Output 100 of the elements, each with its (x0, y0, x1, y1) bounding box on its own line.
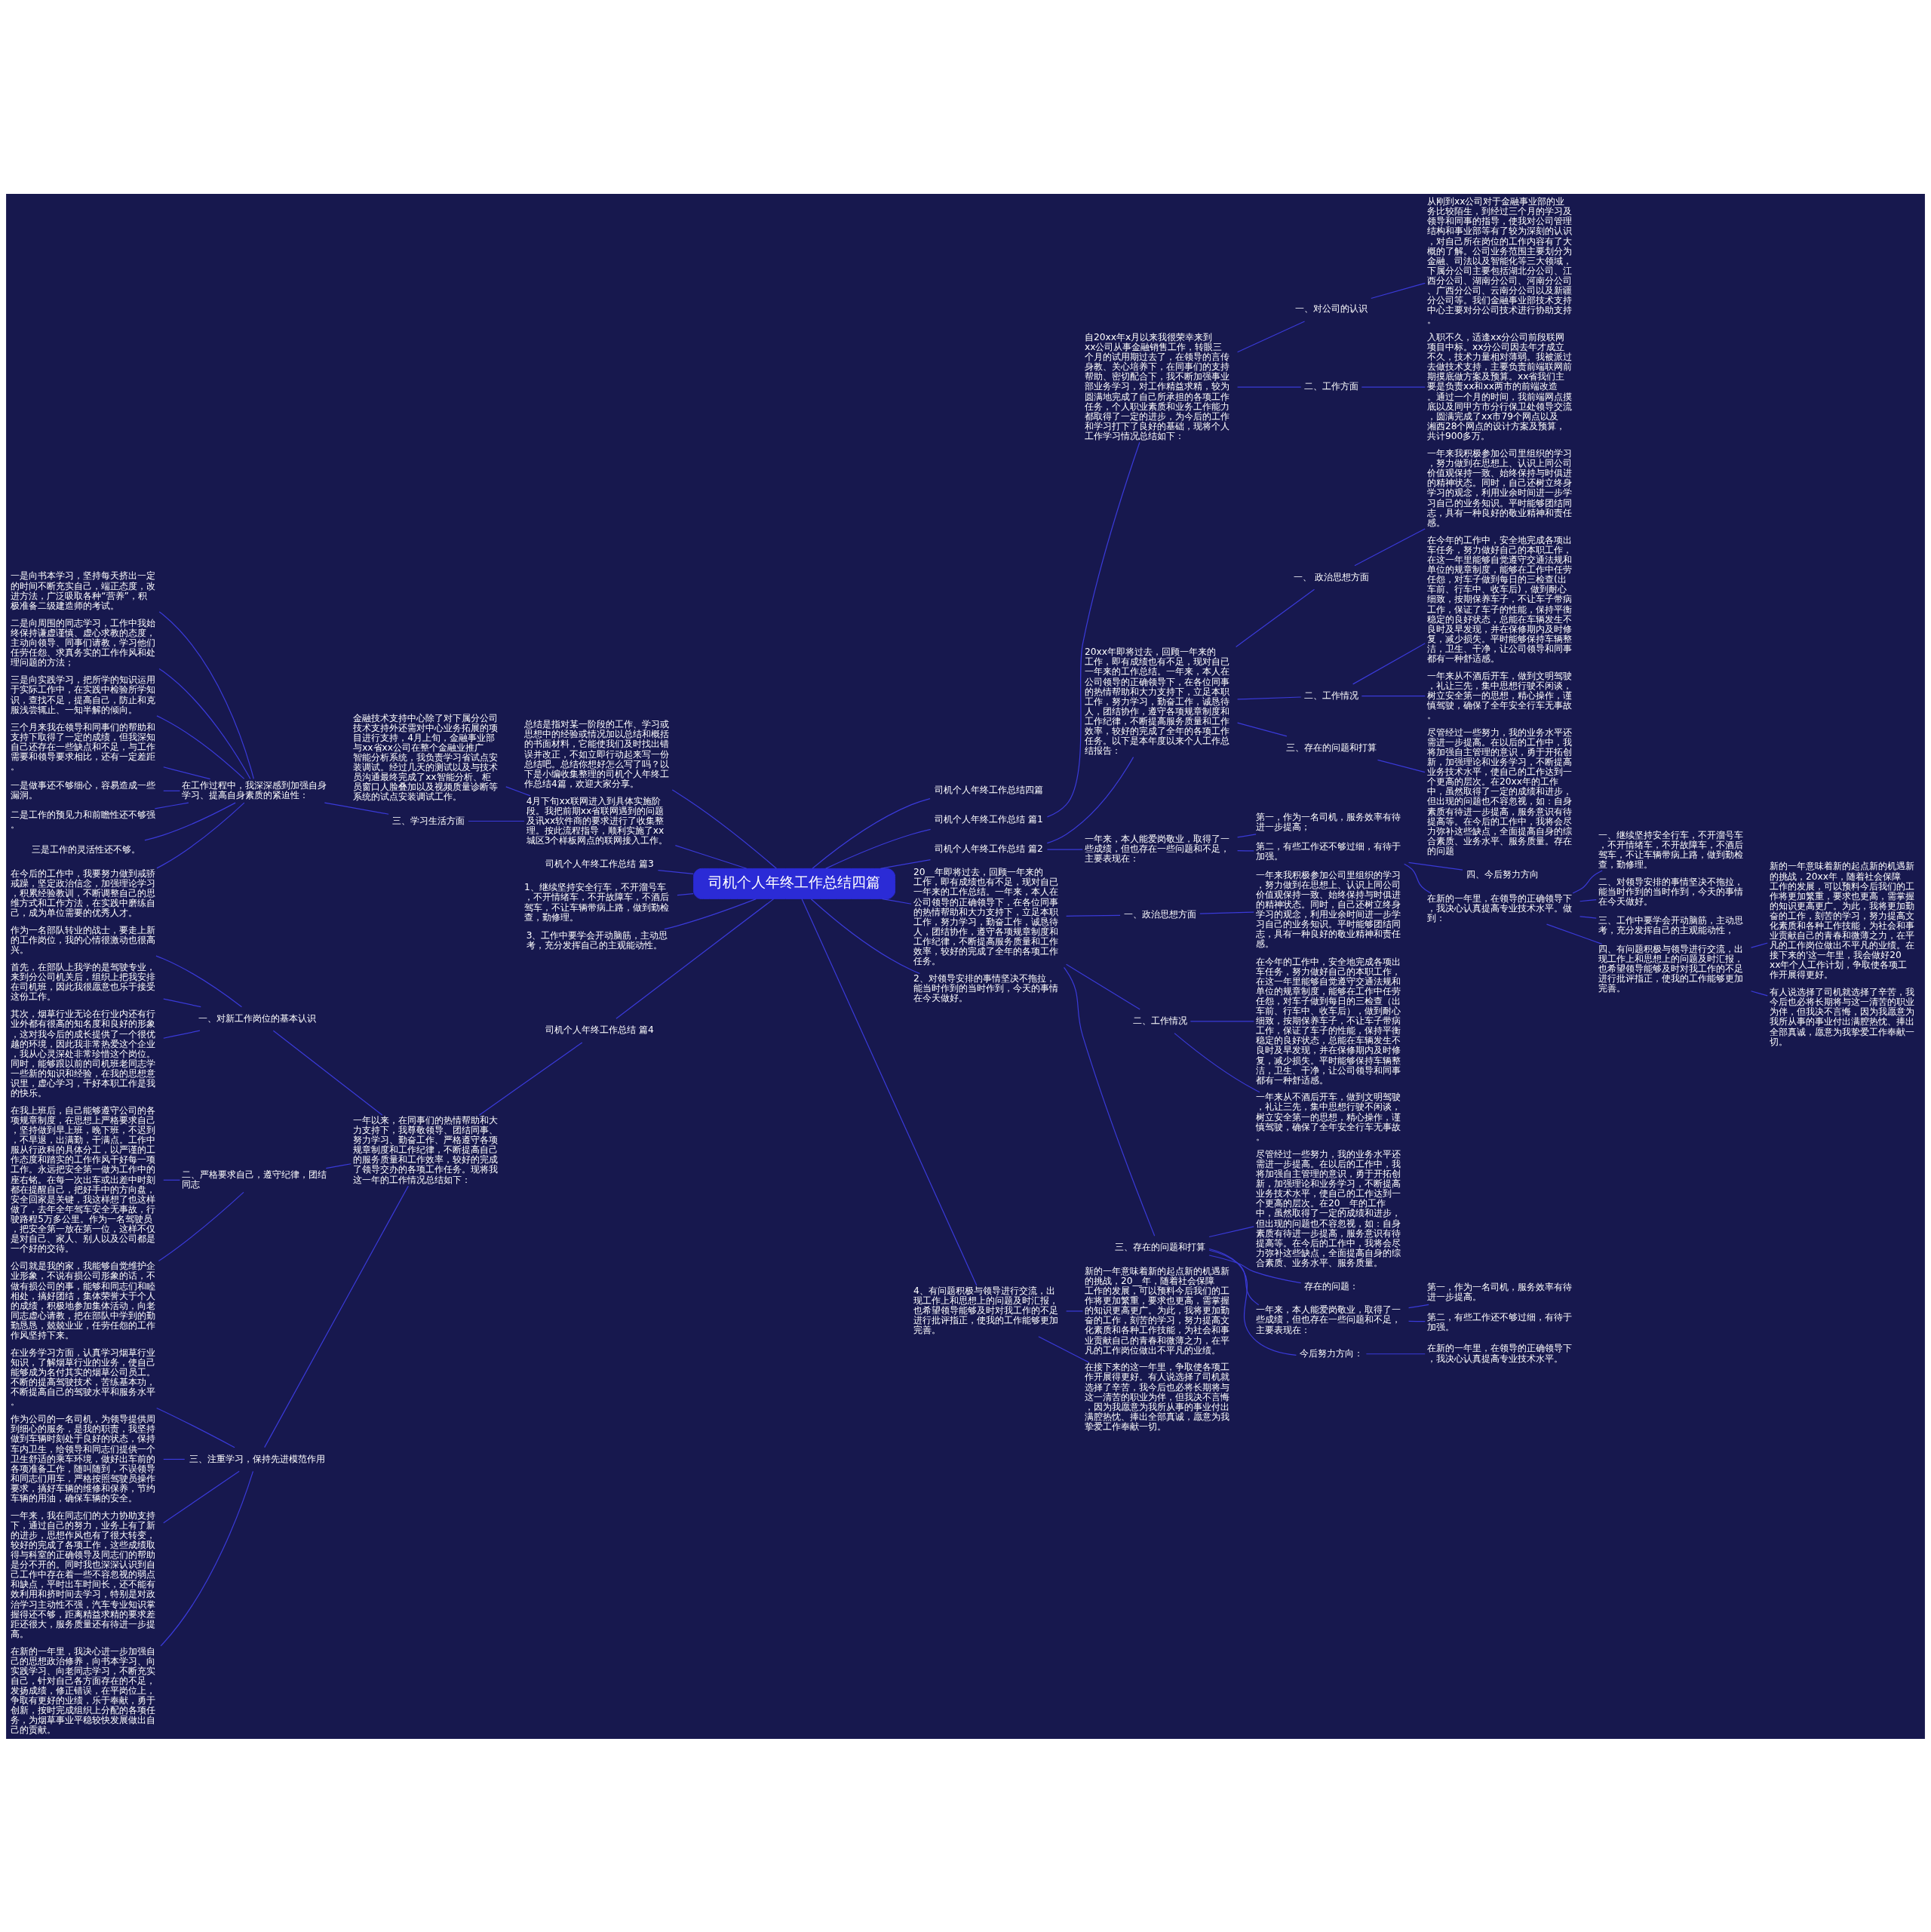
connector (1750, 990, 1768, 996)
connector (1199, 911, 1254, 914)
node-text: 在接下来的这一年里，争取使各项工作开展得更好。有人说选择了司机就选择了辛苦，我今后也必将长期将与这一清苦的职业为伴，但我决不言悔，因为我愿意为我所从事的事业付出满腔热忱、捧出全部真诚，愿意为我挚爱工作奉献一切。 (1085, 1361, 1230, 1432)
connector (505, 785, 531, 796)
connector (801, 898, 978, 1286)
connector (1208, 1249, 1260, 1305)
node-text: 一年以来，在同事们的热情帮助和大力支持下，我尊敬领导、团结同事、努力学习、勤奋工作、严格遵守各项规章制度和工作纪律，不断提高自己的服务质量和工作效率，较好的完成了领导交办的各项工作任务。现将我这一年的工作情况总结如下： (353, 1114, 499, 1185)
node-text: 二、严格要求自己，遵守纪律，团结同志 (182, 1169, 327, 1190)
node-text: 4、有问题积极与领导进行交流，出现工作上和思想上的问题及时汇报，也希望领导能够及时对我工作的不足进行批评指正，使我的工作能够更加完善。 (913, 1285, 1059, 1335)
connector (1404, 863, 1432, 894)
node-text: 3、工作中要学会开动脑筋，主动思考，充分发挥自己的主观能动性。 (526, 929, 668, 951)
node-text: 存在的问题： (1303, 1280, 1358, 1292)
connector (677, 892, 694, 895)
node-text: 司机个人年终工作总结四篇 (934, 784, 1043, 795)
connector (1236, 849, 1254, 852)
connector (880, 858, 932, 869)
connector (272, 1030, 383, 1116)
node-text: 2、对领导安排的事情坚决不拖拉，能当时作到的当时作到，今天的事情在今天做好。 (913, 972, 1059, 1003)
node-text: 其次，烟草行业无论在行业内还有行业外都有很高的知名度和良好的形象，这对我今后的成长提供了一个很优越的环境，因此我非常热爱这个企业，我从心灵深处非常珍惜这个岗位。同时，能够跟以前的司机班老同志学一些新的知识和经验，在我的思想意识里，虚心学习，干好本职工作是我的快乐。 (11, 1008, 156, 1098)
connector (264, 1184, 409, 1448)
connector (1046, 756, 1134, 843)
node-text: 尽管经过一些努力，我的业务水平还需进一步提高。在以后的工作中，我将加强自主管理的意识，勇于开拓创新，加强理论和业务学习，不断提高业务技术水平，使自己的工作达到一个更高的层次。在20xx年的工作中，虽然取得了一定的成绩和进步，但出现的问题也不容忽视，如：自身素质有待进一步提高，服务意识有待提高等。在今后的工作中，我将会尽力弥补这些缺点，全面提高自身的综合素质、业务水平、服务质量。存在的问题 (1426, 726, 1572, 856)
connector (1579, 915, 1597, 919)
connector (163, 766, 211, 779)
connector (1236, 833, 1257, 837)
connector (1046, 848, 1083, 850)
node-text: 司机个人年终工作总结 篇3 (545, 858, 654, 869)
connector (1361, 386, 1426, 388)
connector (1572, 869, 1603, 894)
node-text: 一、政治思想方面 (1123, 908, 1196, 920)
node-text: 在新的一年里，在领导的正确领导下，我决心认真提高专业技术水平。做到： (1426, 892, 1572, 923)
connector (825, 828, 932, 869)
node-text: 一年来，本人能爱岗敬业，取得了一些成绩，但也存在一些问题和不足，主要表现在： (1085, 833, 1230, 864)
node-text: 三、学习生活方面 (392, 815, 465, 826)
node-text: 二是工作的预见力和前瞻性还不够强。 (11, 809, 156, 830)
connector (1208, 1225, 1254, 1237)
node-text: 一年来，本人能爱岗敬业，取得了一些成绩，但也存在一些问题和不足，主要表现在： (1255, 1304, 1401, 1335)
connector (1236, 386, 1302, 388)
node-text: 在工作过程中，我深深感到加强自身学习、提高自身素质的紧迫性： (182, 779, 327, 800)
node-text: 20xx年即将过去，回顾一年来的工作，即有成绩也有不足，现对自已一年来的工作总结。一年来，本人在公司领导的正确领导下，在各位同事的热情帮助和大力支持下，立足本职工作，努力学习，勤奋工作，诚恳待人，团结协作，遵守各项规章制度和工作纪律，不断提高服务质量和工作效率，较好的完成了全年的各项工作任务。以下是本年度以来个人工作总结报告： (1085, 646, 1230, 756)
node-text: 有人说选择了司机就选择了辛苦，我今后也必将长期将与这一清苦的职业为伴，但我决不言悔，因为我愿意为我所从事的事业付出满腔热忱、捧出全部真诚，愿意为我挚爱工作奉献一切。 (1769, 986, 1914, 1047)
node-text: 在新的一年里，在领导的正确领导下，我决心认真提高专业技术水平。 (1426, 1342, 1572, 1364)
connector (1352, 642, 1426, 684)
connector (1361, 695, 1426, 696)
connector (1377, 759, 1426, 772)
node-text: 公司就是我的家，我能够自觉维护企业形象，不说有损公司形象的话，不做有损公司的事，能够和同志们和睦相处，搞好团结，集体荣誉大于个人的成绩，积极地参加集体活动，向老同志虚心请教，把在部队中学到的勤勤恳恳，兢兢业业，任劳任怨的工作作风坚持下来。 (11, 1260, 156, 1341)
connector (154, 802, 189, 809)
connector (1236, 588, 1315, 647)
connector (156, 1407, 235, 1448)
node-text: 三是向实践学习，把所学的知识运用于实际工作中，在实践中检验所学知识，查找不足，提高自己，防止和克服浅尝辄止、一知半解的倾向。 (11, 674, 156, 715)
node-text: 三、注重学习，保持先进模范作用 (189, 1453, 326, 1464)
node-text: 一年来从不酒后开车，做到文明驾驶，礼让三先，集中思想行驶不闲谈，树立安全第一的思想，精心操作，谨慎驾驶，确保了全年安全行车无事故。 (1255, 1091, 1401, 1142)
connector (1354, 527, 1426, 566)
node-text: 三是工作的灵活性还不够。 (32, 843, 141, 855)
node-text: 二、对领导安排的事情坚决不拖拉，能当时作到的当时作到，今天的事情在今天做好。 (1598, 876, 1743, 907)
connector (163, 1030, 201, 1039)
node-text: 一年来我积极参加公司里组织的学习，努力做到在思想上、认识上同公司价值观保持一致、始终保持与时俱进的精神状态。同时，自己还树立终身学习的观念，利用业余时间进一步学习自己的业务知识。平时能够团结同志，具有一种良好的敬业精神和责任感。 (1255, 869, 1401, 949)
node-text: 一、继续坚持安全行车，不开溜号车，不开情绪车，不开故障车，不酒后驾车，不让车辆带病上路，做到勤检查，勤修理。 (1598, 829, 1743, 870)
node-text: 三、工作中要学会开动脑筋，主动思考，充分发挥自己的主观能动性， (1598, 914, 1743, 935)
connector (163, 997, 201, 1007)
node-text: 一、对公司的认识 (1294, 303, 1368, 314)
node-text: 二是向周围的同志学习，工作中我始终保持谦虚谨慎、虚心求教的态度，主动向领导、同事们请教，学习他们任劳任怨、求真务实的工作作风和处理问题的方法； (11, 617, 156, 668)
node-text: 从刚到xx公司对于金融事业部的业务比较陌生，到经过三个月的学习及领导和同事的指导，使我对公司管理结构和事业部等有了较为深刻的认识，对自己所在岗位的工作内容有了大概的了解。公司业务范围主要划分为金融、司法以及智能化等三大领域，下属分公司主要包括湖北分公司、江西分公司、湖南分公司、河南分公司、广西分公司、云南分公司以及新疆分公司等。我们金融事业部技术支持中心主要对分公司技术进行协助支持。 (1426, 195, 1572, 325)
connector (1750, 941, 1768, 948)
connector (1579, 898, 1597, 901)
connector (1208, 1254, 1302, 1283)
node-text: 一是向书本学习，坚持每天挤出一定的时间不断充实自己，端正态度，改进方法，广泛吸取各种“营养”，积极准备二级建造师的考试。 (11, 570, 156, 611)
node-text: 第二，有些工作还不够过细，有待于加强。 (1426, 1311, 1572, 1332)
connector (1236, 696, 1302, 700)
connector (810, 898, 920, 974)
connector (1066, 914, 1121, 917)
node-text: 一年来我积极参加公司里组织的学习，努力做到在思想上、认识上同公司价值观保持一致、始终保持与时俱进的精神状态。同时，自己还树立终身学习的观念，利用业余时间进一步学习自己的业务知识。平时能够团结同志，具有一种良好的敬业精神和责任感。 (1426, 447, 1572, 528)
node-text: 三、存在的问题和打算 (1114, 1241, 1205, 1252)
node-text: 第二，有些工作还不够过细，有待于加强。 (1255, 840, 1401, 862)
connector (163, 1470, 240, 1523)
connector (160, 1470, 254, 1646)
connector (1236, 320, 1306, 352)
connector (1236, 722, 1288, 736)
connector (1066, 1310, 1083, 1312)
connector (616, 898, 775, 1019)
connector (1174, 1032, 1260, 1092)
node-text: 司机个人年终工作总结 篇1 (935, 813, 1043, 825)
connector (1408, 1304, 1429, 1308)
connector (468, 820, 525, 822)
node-text: 第一，作为一名司机，服务效率有待进一步提高； (1255, 811, 1401, 832)
node-text: 在业务学习方面，认真学习烟草行业知识，了解烟草行业的业务，使自己能够成为名付其实的烟草公司员工。不断的提高驾驶技术，苦练基本功，不断提高自己的驾驶水平和服务水平。 (11, 1347, 156, 1407)
connector (1066, 963, 1140, 1010)
connector (325, 1163, 352, 1169)
connector (324, 802, 389, 815)
connector (156, 714, 245, 779)
connector (163, 790, 181, 791)
node-text: 一、对新工作岗位的基本认识 (198, 1012, 317, 1024)
node-text: 三、存在的问题和打算 (1285, 742, 1377, 753)
connector (812, 797, 931, 869)
node-box: 司机个人年终工作总结四篇 (693, 868, 896, 899)
connector (144, 802, 236, 840)
connector (155, 955, 243, 1007)
node-text: 在新的一年里，我决心进一步加强自己的思想政治修养，向书本学习、向实践学习、向老同志学习，不断充实自己，针对自己各方面存在的不足，发扬成绩，修正错误，在平岗位上，争取有更好的业绩，乐于奉献，勇于创新，按时完成组织上分配的各项任务，为烟草事业平稳较快发展做出自己的贡献。 (11, 1645, 156, 1735)
node-text: 作为公司的一名司机，为领导提供周到细心的服务，是我的职责，我坚持做到车辆时刻处于良好的状态，保持车内卫生，给领导和同志们提供一个卫生舒适的乘车环境，做好出车前的各项准备工作，随叫随到，不误领导和同志们用车，严格按照驾驶员操作要求，搞好车辆的维修和保养，节约车辆的用油，确保车辆的安全。 (11, 1413, 156, 1504)
node-text: 在今年的工作中，安全地完成各项出车任务，努力做好自己的本职工作，在这一年里能够自觉遵守交通法规和单位的规章制度，能够在工作中任劳任怨，对车子做到每日的三检查(出车前、行车中、收车后)，做到耐心细致，按期保养车子，不让车子带病工作，保证了车子的性能，保持平衡稳定的良好状态，总能在车辆发生不良时及早发现，并在保修期内及时修复，减少损失。平时能够保持车辆整洁，卫生、干净，让公司领导和同事都有一种舒适感。 (1426, 534, 1572, 664)
